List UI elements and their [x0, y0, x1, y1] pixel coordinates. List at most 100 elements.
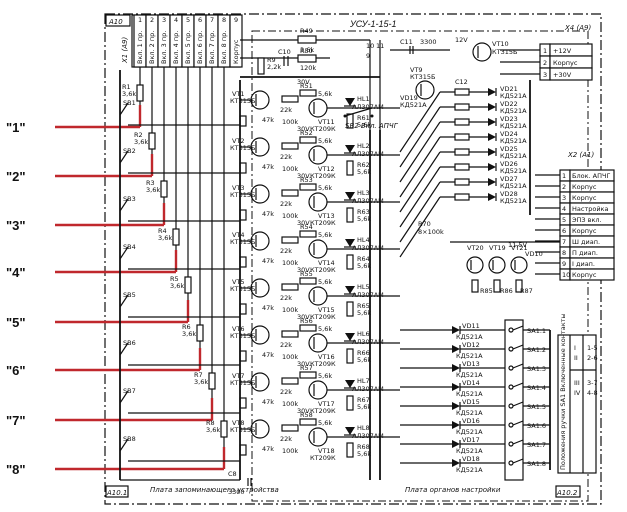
input-resistor [220, 420, 228, 438]
diode-name: VD11 [462, 322, 480, 330]
load-resistor [346, 348, 354, 364]
a102-label: А10.2 [556, 489, 578, 497]
a10-label: А10 [108, 18, 123, 26]
diode-feed-wire [399, 151, 441, 213]
stage-bias-value: 47k [262, 445, 274, 453]
diode-type: КД521А [500, 197, 527, 205]
x1-pin-number: 2 [150, 16, 154, 24]
load-resistor [346, 207, 354, 223]
stage-led-type: АЛ307АМ [352, 432, 384, 440]
svg-text:VT10: VT10 [492, 40, 509, 48]
stage-vt-type: КТ315Б [230, 379, 255, 387]
switch-label: SB2 [123, 147, 136, 155]
stage-resistor-2 [299, 89, 317, 97]
svg-text:КТ315Б: КТ315Б [410, 73, 435, 81]
diode-symbol [452, 421, 460, 429]
svg-text:11,5V: 11,5V [508, 241, 527, 249]
svg-text:I: I [574, 344, 576, 352]
diode-type: КД521А [500, 167, 527, 175]
stage-vt-type: КТ315Б [230, 332, 255, 340]
x1-label: Х1 (А9) [121, 37, 129, 64]
lower-resistor [471, 279, 479, 293]
stage-vt2-type: КТ209К [310, 125, 336, 133]
diode-symbol [452, 345, 460, 353]
svg-text:3300: 3300 [228, 488, 245, 496]
stage-vt2-name: VT14 [318, 259, 335, 267]
sa1-contact-label: SA1.3 [527, 365, 546, 373]
stage-vt2-type: КТ209К [310, 360, 336, 368]
input-resistor [160, 180, 168, 198]
input-resistor-value: 3,6k [122, 90, 136, 98]
svg-text:Положения ручки SA1 Включенные: Положения ручки SA1 Включенные контакты [559, 313, 567, 470]
sa1-contact-label: SA1.5 [527, 403, 546, 411]
led-symbol [345, 286, 355, 294]
stage-vt2-name: VT18 [318, 447, 335, 455]
stage-led-type: АЛ307АМ [352, 197, 384, 205]
x2-pin-label: Ш диап. [572, 238, 600, 246]
stage-led-name: HL1 [357, 95, 370, 103]
stage-resistor-name: R54 [300, 223, 313, 231]
diode-symbol [488, 193, 496, 201]
diode-type: КД521А [456, 352, 483, 360]
stage-voltage: 30V [297, 125, 310, 133]
lower-transistor-name: VT21 [511, 244, 528, 252]
stage-vt2-type: КТ209К [310, 313, 336, 321]
input-resistor [208, 372, 216, 390]
input-resistor-value: 3,6k [146, 186, 160, 194]
stage-vt-name: VT6 [232, 325, 245, 333]
stage-resistor [281, 283, 299, 291]
transistor-vt2 [308, 145, 328, 165]
diode-array-lower: VD11КД521АVD12КД521АVD13КД521АVD14КД521А… [400, 322, 505, 474]
diode-feed-wire [399, 181, 441, 243]
diode-feed-wire [399, 106, 441, 168]
switch-contact [119, 342, 129, 356]
x2-pin-number: 8 [562, 249, 566, 257]
stage-vt2-type: КТ209К [310, 219, 336, 227]
stage-resistor-value: 22k [280, 435, 292, 443]
lower-resistor [493, 279, 501, 293]
diode-name: VD24 [500, 130, 518, 138]
stage-led-type: АЛ307АМ [352, 385, 384, 393]
stage-vt-name: VT5 [232, 278, 245, 286]
stage-led-name: HL2 [357, 142, 370, 150]
stage-resistor-2-value: 5,6k [318, 419, 332, 427]
channel-label: "4" [6, 265, 26, 280]
svg-text:4-8: 4-8 [587, 389, 598, 397]
transistor-vt2 [308, 239, 328, 259]
transistor-vt2 [308, 427, 328, 447]
diode-type: КД521А [456, 371, 483, 379]
diode-type: КД521А [456, 466, 483, 474]
channel-label: "6" [6, 363, 26, 378]
svg-text:Х2 (А1): Х2 (А1) [567, 151, 594, 159]
svg-text:8×100k: 8×100k [418, 228, 444, 236]
stage-base-value: 100k [282, 165, 298, 173]
x2-pin-number: 1 [562, 172, 566, 180]
stage-bias-value: 47k [262, 163, 274, 171]
input-resistor [184, 276, 192, 294]
switch-contact [119, 390, 129, 404]
stage-voltage: 30V [297, 266, 310, 274]
switch-label: SB3 [123, 195, 136, 203]
transistor-vt2 [308, 98, 328, 118]
stage-led-type: АЛ307АМ [352, 291, 384, 299]
diode-symbol [452, 326, 460, 334]
diode-type: КД521А [456, 390, 483, 398]
stage-resistor-value: 22k [280, 294, 292, 302]
x1-pin-cell [229, 14, 243, 68]
input-resistor-name: R1 [122, 83, 131, 91]
divider-resistor [454, 193, 470, 201]
sa1-contact-label: SA1.2 [527, 346, 546, 354]
x2-pin-label: Корпус [572, 271, 597, 279]
input-resistor-value: 3,6k [206, 426, 220, 434]
diode-name: VD13 [462, 360, 480, 368]
stage-load-value: 5,6k [357, 450, 371, 458]
svg-text:R86: R86 [500, 287, 513, 295]
load-resistor [346, 160, 354, 176]
x2-pin-label: Корпус [572, 183, 597, 191]
svg-text:R49: R49 [300, 27, 313, 35]
stage-base-value: 100k [282, 353, 298, 361]
diode-symbol [488, 103, 496, 111]
input-resistor [136, 84, 144, 102]
diode-name: VD26 [500, 160, 518, 168]
input-resistor-value: 3,6k [194, 378, 208, 386]
